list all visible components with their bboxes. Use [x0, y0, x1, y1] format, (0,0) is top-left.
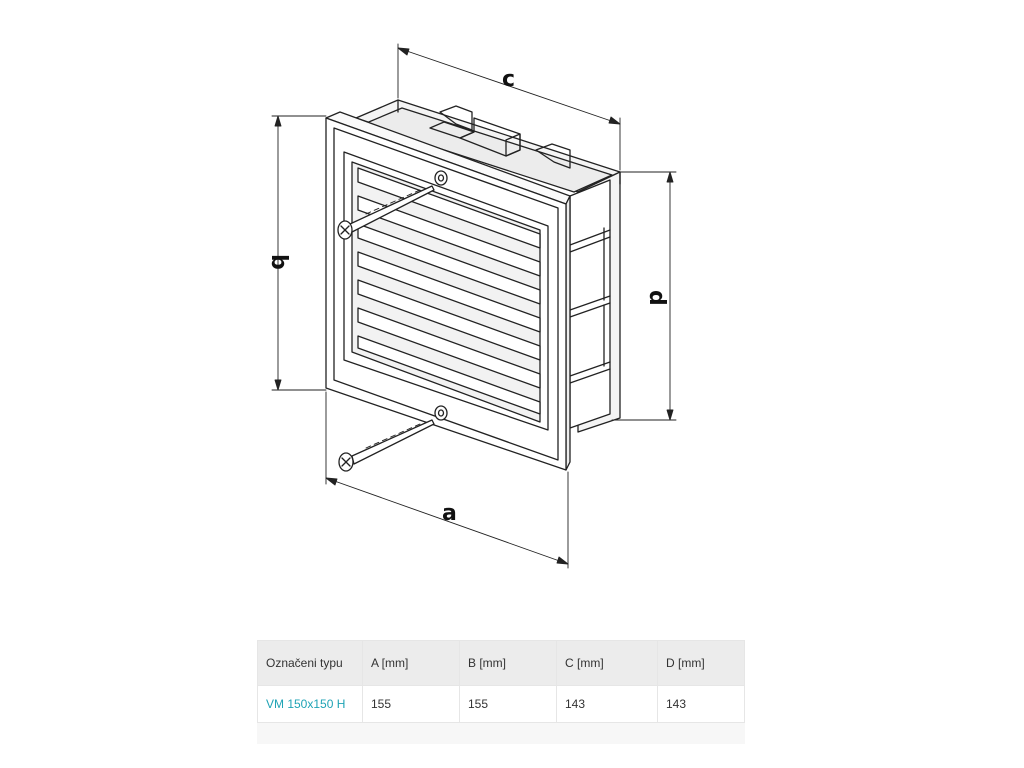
dimension-a — [325, 391, 569, 569]
dimension-d — [611, 171, 677, 421]
table-header-row: Označeni typu A [mm] B [mm] C [mm] D [mm… — [257, 640, 745, 686]
table-cell: 155 — [362, 685, 460, 723]
dimension-label-b: b — [266, 254, 291, 270]
dimension-label-a: a — [442, 501, 457, 526]
column-header: D [mm] — [657, 640, 745, 686]
model-cell[interactable]: VM 150x150 H — [257, 685, 363, 723]
column-header: C [mm] — [556, 640, 658, 686]
dimension-label-c: c — [502, 67, 515, 92]
vent-grille-drawing: c b d a — [266, 43, 677, 569]
screw-top — [337, 185, 435, 240]
column-header: A [mm] — [362, 640, 460, 686]
dimension-b — [271, 115, 327, 391]
spec-table-container: Označeni typu A [mm] B [mm] C [mm] D [mm… — [257, 640, 745, 744]
table-cell: 155 — [459, 685, 557, 723]
dimension-label-d: d — [644, 290, 669, 306]
louver-slats — [357, 167, 541, 415]
column-header: B [mm] — [459, 640, 557, 686]
dimension-c — [397, 43, 621, 171]
table-cell: 143 — [657, 685, 745, 723]
rear-housing — [355, 99, 621, 433]
column-header: Označeni typu — [257, 640, 363, 686]
table-cell: 143 — [556, 685, 658, 723]
screw-bottom — [338, 419, 435, 472]
dimension-spec-table: Označeni typu A [mm] B [mm] C [mm] D [mm… — [257, 640, 745, 723]
screw-holes — [434, 170, 448, 421]
table-row: VM 150x150 H 155 155 143 143 — [257, 685, 745, 723]
